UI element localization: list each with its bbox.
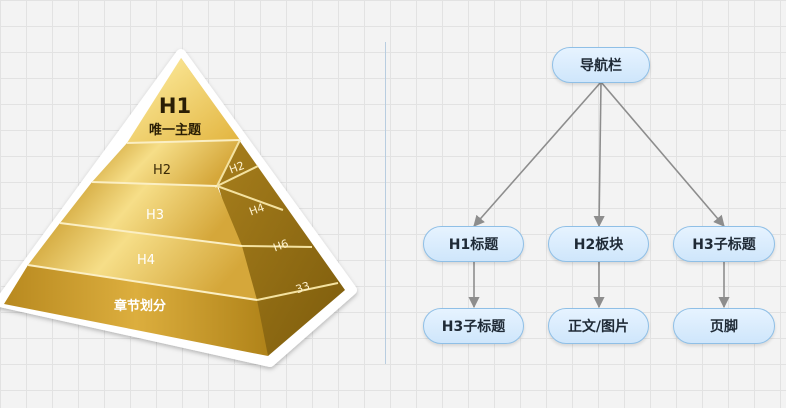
pyramid-layer-h2 (92, 140, 240, 186)
front-separator (59, 222, 243, 247)
side-label-h6: H6 (271, 237, 290, 254)
edge-root-h3 (600, 81, 725, 227)
level-h4-label: H4 (137, 253, 155, 268)
level-h2-label: H2 (153, 163, 171, 178)
side-separator (241, 245, 313, 248)
section-divider (385, 42, 386, 364)
node-body-image: 正文/图片 (548, 308, 649, 344)
node-h3-subtitle-child: H3子标题 (423, 308, 524, 344)
edge-root-h1 (473, 81, 602, 227)
level-sections-label: 章节划分 (114, 298, 166, 314)
node-navbar: 导航栏 (552, 47, 650, 83)
node-h3-subtitle: H3子标题 (673, 226, 775, 262)
node-h1-title: H1标题 (423, 226, 524, 262)
edge-root-h2 (593, 81, 605, 228)
pyramid-layer-h4 (28, 223, 257, 300)
level-h3-label: H3 (146, 208, 164, 223)
front-separator (27, 264, 258, 301)
pyramid-layer-sections (4, 265, 268, 356)
side-separator (216, 185, 284, 211)
side-label-h2: H2 (227, 159, 246, 176)
side-label-h4: H4 (247, 201, 266, 218)
side-label-33: 33 (294, 279, 312, 296)
pyramid-layer-h1 (127, 58, 240, 143)
front-separator (91, 181, 218, 187)
node-footer: 页脚 (673, 308, 775, 344)
front-separator (126, 139, 241, 144)
node-h2-block: H2板块 (548, 226, 649, 262)
pyramid-layer-h3 (60, 182, 242, 246)
apex-subtitle: 唯一主题 (149, 122, 202, 138)
apex-title: H1 (159, 94, 191, 118)
side-separator (256, 282, 339, 301)
